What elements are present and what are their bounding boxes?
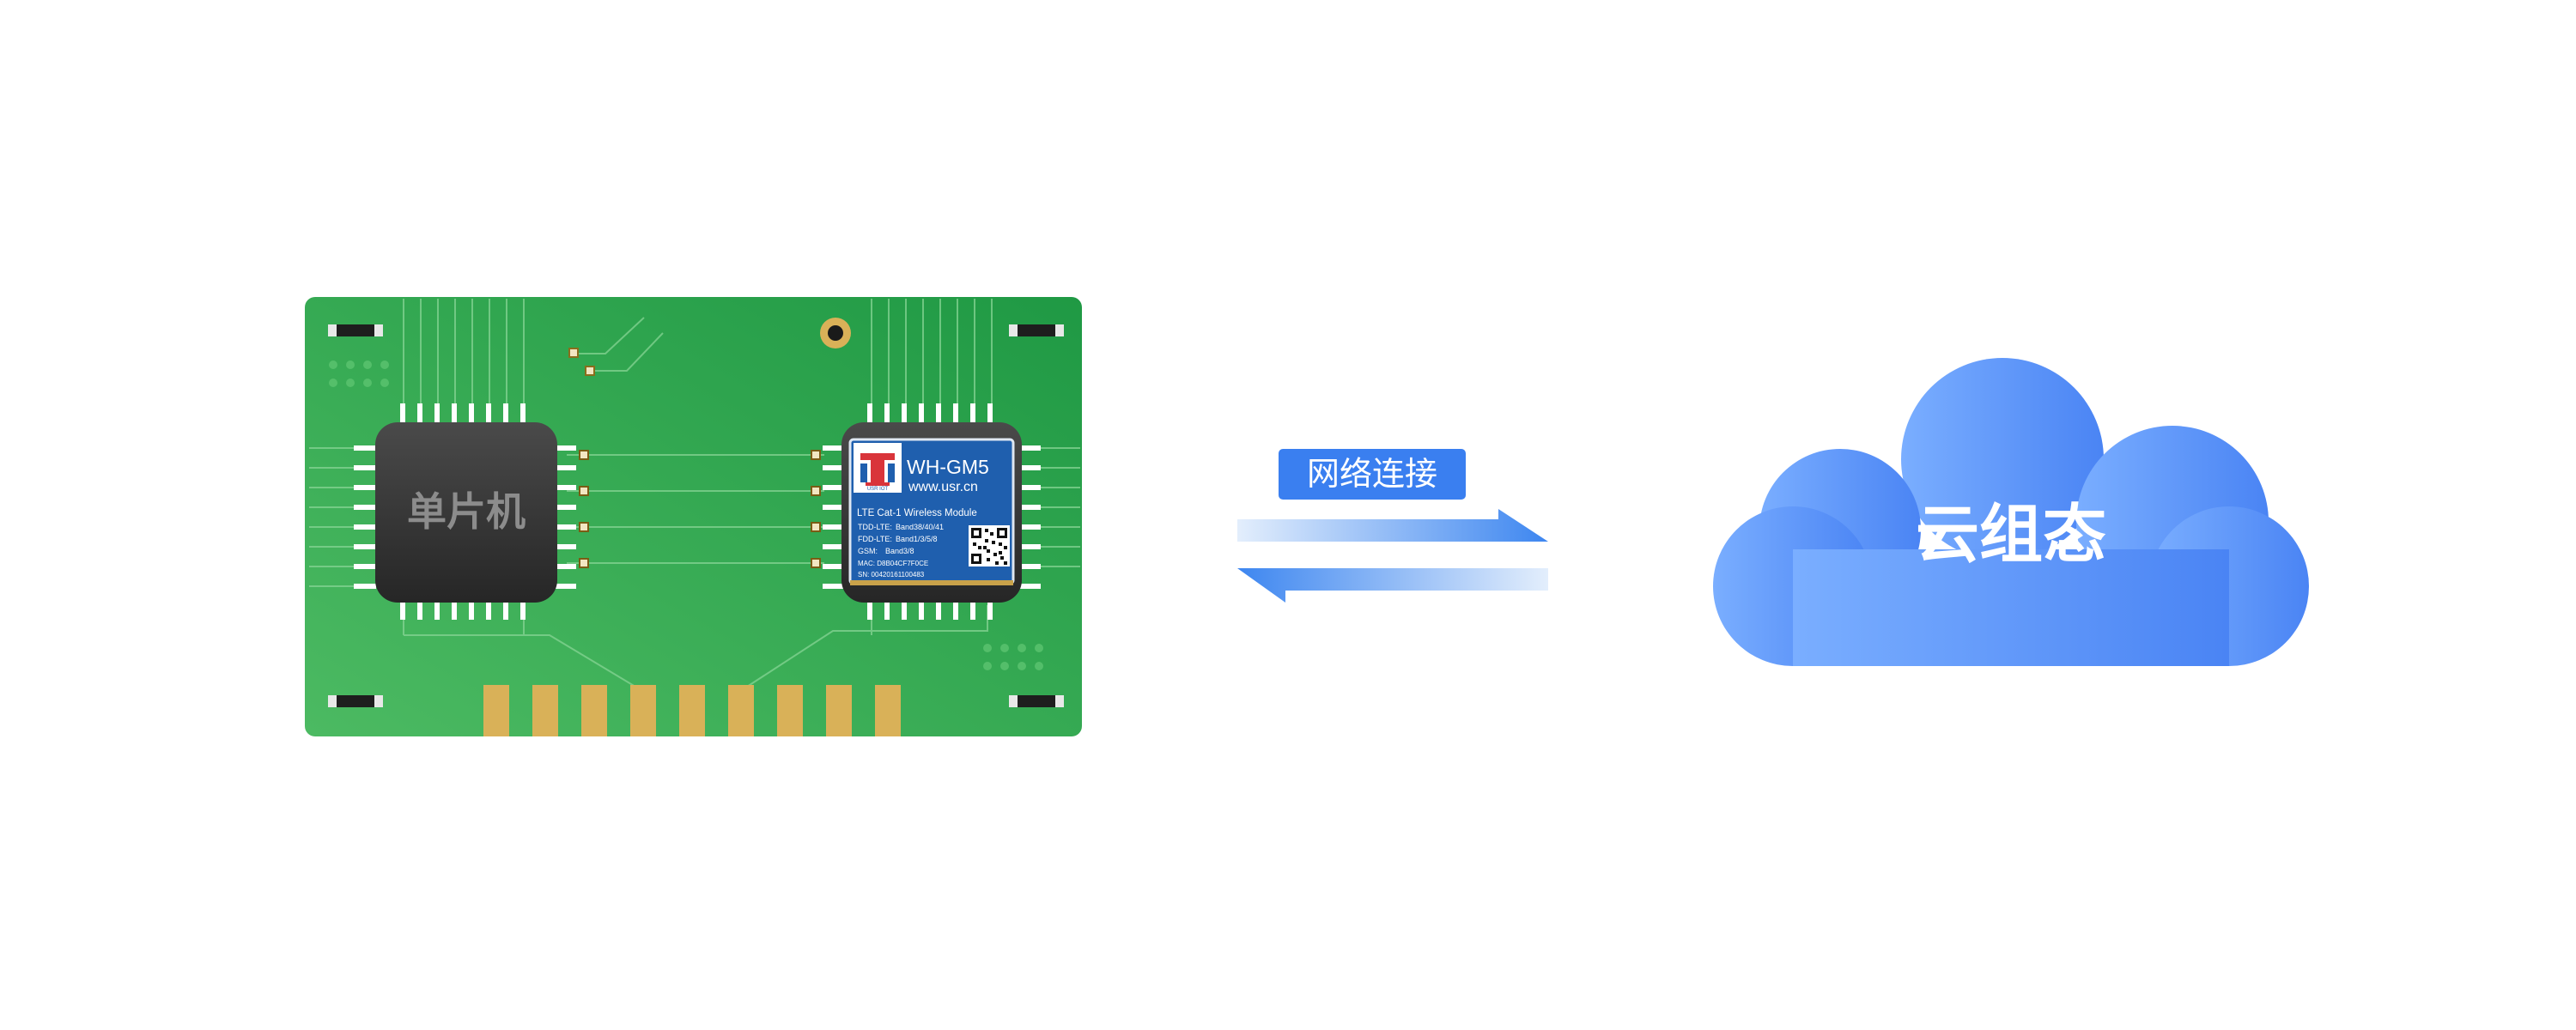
cloud-label: 云组态 [1916, 498, 2106, 572]
module-sn: SN: 00420161100483 [858, 571, 925, 579]
connection-pads [579, 450, 821, 568]
usr-logo: USR IOT [854, 443, 902, 493]
module-edge [850, 580, 1013, 585]
network-link-label: 网络连接 [1307, 455, 1437, 493]
module-model: WH-GM5 [907, 456, 989, 478]
band-name: GSM: [858, 547, 878, 555]
gold-edge-connectors [483, 685, 901, 736]
solder-pad [585, 366, 595, 376]
band-name: FDD-LTE: [858, 535, 892, 543]
module-product: LTE Cat-1 Wireless Module [857, 508, 977, 518]
smd-resistor [1009, 695, 1064, 707]
network-link-badge: 网络连接 [1279, 449, 1466, 500]
cloud-icon: 云组态 [1713, 358, 2309, 666]
smd-resistor [328, 695, 383, 707]
logo-brand: USR IOT [867, 487, 889, 492]
band-value: Band3/8 [885, 547, 914, 555]
module-pins [823, 403, 1041, 620]
module-mac: MAC: D8B04CF7F0CE [858, 560, 928, 567]
via-grid [329, 360, 1043, 670]
wh-gm5-module: USR IOT WH-GM5 www.usr.cn LTE Cat-1 Wire… [823, 403, 1041, 620]
smd-resistor [328, 324, 383, 336]
band-name: TDD-LTE: [858, 523, 892, 531]
mcu-pins [354, 403, 576, 620]
arrow-right-icon [1237, 509, 1548, 542]
smd-resistor [1009, 324, 1064, 336]
arrow-left-icon [1237, 568, 1548, 603]
mounting-hole [820, 318, 851, 348]
module-website: www.usr.cn [908, 480, 978, 494]
solder-pad [568, 348, 579, 358]
band-value: Band1/3/5/8 [896, 535, 938, 543]
mcu-chip: 单片机 [354, 403, 576, 620]
mcu-label: 单片机 [407, 488, 526, 535]
qr-code [969, 525, 1010, 566]
band-value: Band38/40/41 [896, 523, 944, 531]
